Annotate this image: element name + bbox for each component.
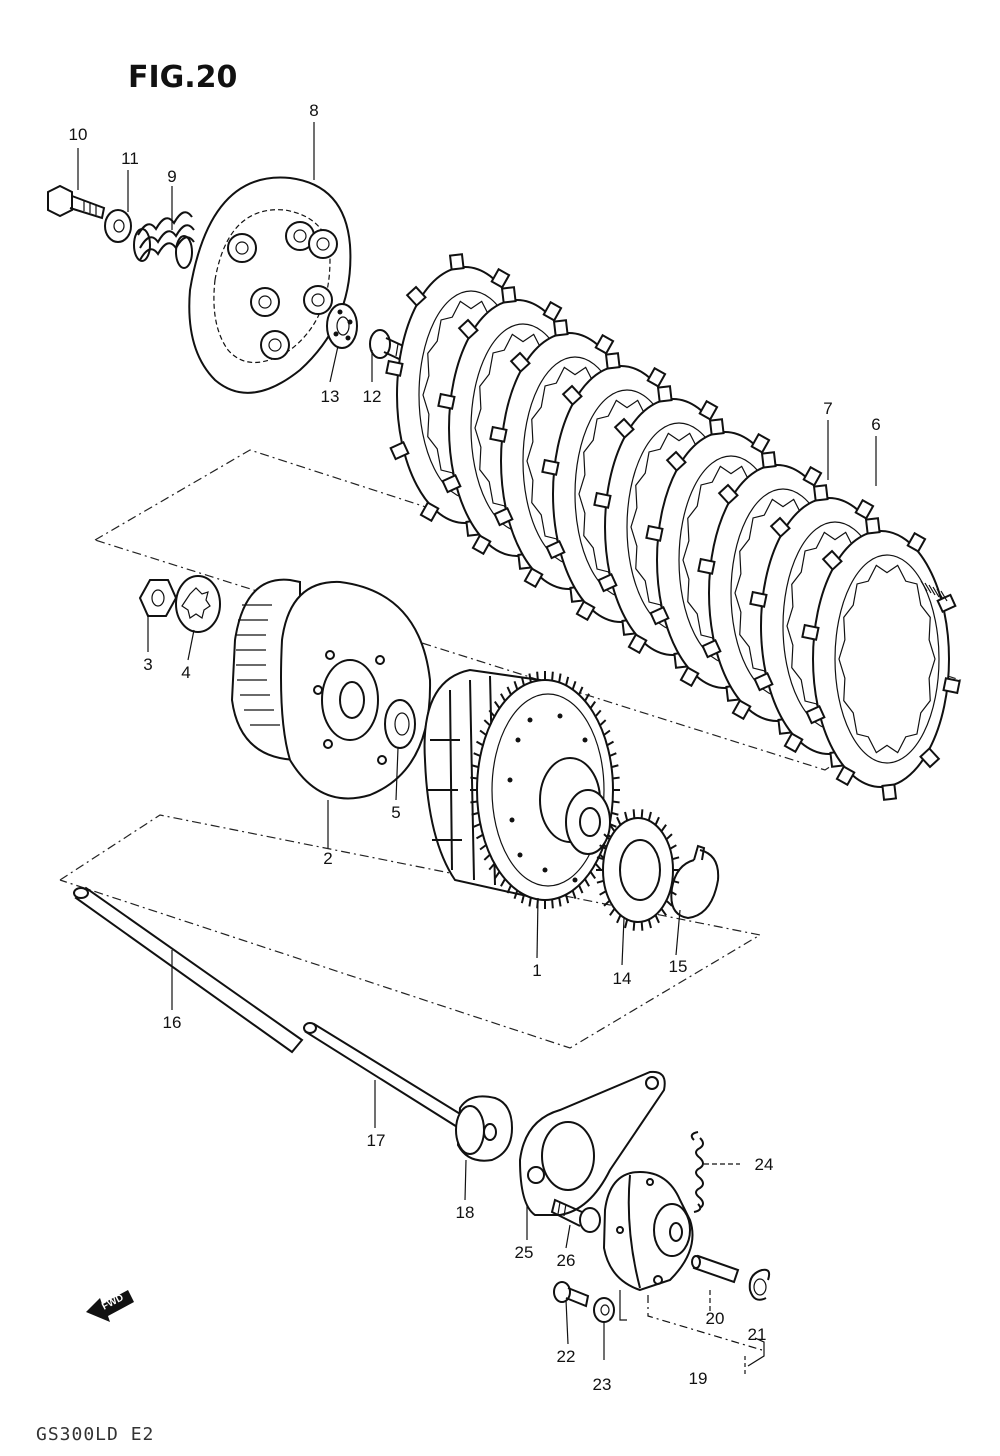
pressure-plate-8 [188,176,352,394]
callout-labels: 10 11 9 8 13 12 7 6 3 4 5 2 1 14 15 16 1… [69,101,881,1394]
callout-4: 4 [181,663,190,682]
model-code: GS300LD E2 [36,1424,155,1445]
washer-23 [593,1297,615,1323]
clip-21 [748,1268,771,1301]
screw-22 [553,1281,590,1308]
nut-3 [138,579,178,617]
callout-13: 13 [321,387,340,406]
callout-7: 7 [823,399,832,418]
callout-19: 19 [689,1369,708,1388]
callout-15: 15 [669,957,688,976]
forward-direction-arrow: FWD [86,1290,134,1322]
callout-12: 12 [363,387,382,406]
group-outline-plates [94,449,962,771]
lock-washer-4 [175,575,221,633]
callout-6: 6 [871,415,880,434]
spring-24 [690,1131,704,1213]
spacer-5 [384,699,416,749]
callout-14: 14 [613,969,632,988]
callout-1: 1 [532,961,541,980]
callout-2: 2 [323,849,332,868]
screw-26 [550,1198,601,1233]
bolt-10 [47,184,106,220]
callout-18: 18 [456,1203,475,1222]
primary-driven-gear-1 [423,668,620,909]
callout-10: 10 [69,125,88,144]
gear-14 [596,809,680,931]
callout-24: 24 [755,1155,774,1174]
spring-9 [133,211,195,269]
leader-lines [77,122,877,1376]
callout-16: 16 [163,1013,182,1032]
group-outline-housing [59,814,762,1049]
callout-9: 9 [167,167,176,186]
circlip-15 [670,844,720,920]
figure-title: FIG.20 [128,60,238,95]
callout-25: 25 [515,1243,534,1262]
clutch-plate-stack [385,253,961,801]
callout-17: 17 [367,1131,386,1150]
push-rod-16 [73,886,304,1054]
callout-20: 20 [706,1309,725,1328]
callout-5: 5 [391,803,400,822]
callout-8: 8 [309,101,318,120]
callout-3: 3 [143,655,152,674]
callout-22: 22 [557,1347,576,1366]
washer-11 [104,209,132,243]
bearing-13 [326,303,358,349]
pin-20 [691,1254,740,1284]
clutch-sleeve-hub-2 [230,578,432,800]
callout-26: 26 [557,1251,576,1270]
gasket-25 [518,1070,666,1216]
seal-18 [455,1095,514,1162]
callout-23: 23 [593,1375,612,1394]
friction-plate [801,517,961,801]
callout-11: 11 [121,149,139,168]
release-housing-19 [602,1170,694,1292]
callout-21: 21 [748,1325,767,1344]
push-rod-17 [303,1022,472,1132]
